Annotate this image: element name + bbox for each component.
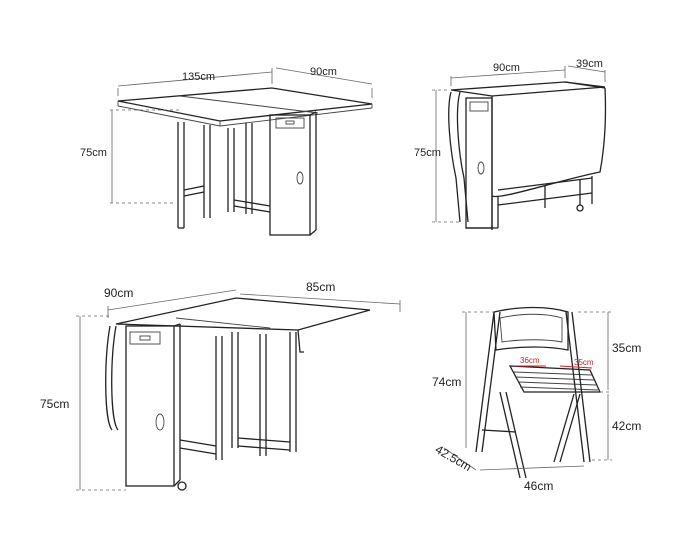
folded-depth-label: 39cm bbox=[576, 58, 603, 70]
extended-height-label: 75cm bbox=[80, 147, 107, 159]
half-open-table-top bbox=[115, 297, 371, 331]
folding-chair: 36cm 35cm 35cm 42cm 74cm 42.5cm 46cm bbox=[432, 306, 641, 493]
extended-width-label: 135cm bbox=[182, 71, 215, 83]
folded-table-top bbox=[450, 81, 606, 97]
chair-width-label: 46cm bbox=[524, 479, 553, 493]
folded-width-label: 90cm bbox=[493, 62, 520, 74]
chair-back-label: 35cm bbox=[612, 341, 641, 355]
chair-seat-height-label: 42cm bbox=[612, 419, 641, 433]
chair-seat-front-label: 36cm bbox=[520, 356, 540, 365]
extended-depth-label: 90cm bbox=[310, 66, 337, 78]
chair-depth-label: 42.5cm bbox=[433, 442, 474, 474]
extended-drawer bbox=[275, 117, 305, 129]
chair-backrest bbox=[493, 306, 569, 351]
chair-seat-back-label: 35cm bbox=[574, 358, 594, 367]
extended-table: 135cm 90cm 75cm bbox=[80, 66, 373, 236]
half-open-cabinet bbox=[125, 325, 175, 487]
half-open-width-label: 85cm bbox=[306, 280, 335, 294]
half-open-height-label: 75cm bbox=[40, 397, 69, 411]
extended-cabinet bbox=[269, 114, 311, 236]
half-open-table: 90cm 85cm 75cm bbox=[40, 280, 401, 491]
half-open-drawer bbox=[129, 331, 161, 345]
folded-height-label: 75cm bbox=[414, 147, 441, 159]
folded-table: 90cm 39cm 75cm bbox=[414, 58, 607, 230]
extended-table-top bbox=[117, 87, 373, 122]
chair-total-height-label: 74cm bbox=[432, 375, 461, 389]
half-open-depth-label: 90cm bbox=[104, 286, 133, 300]
